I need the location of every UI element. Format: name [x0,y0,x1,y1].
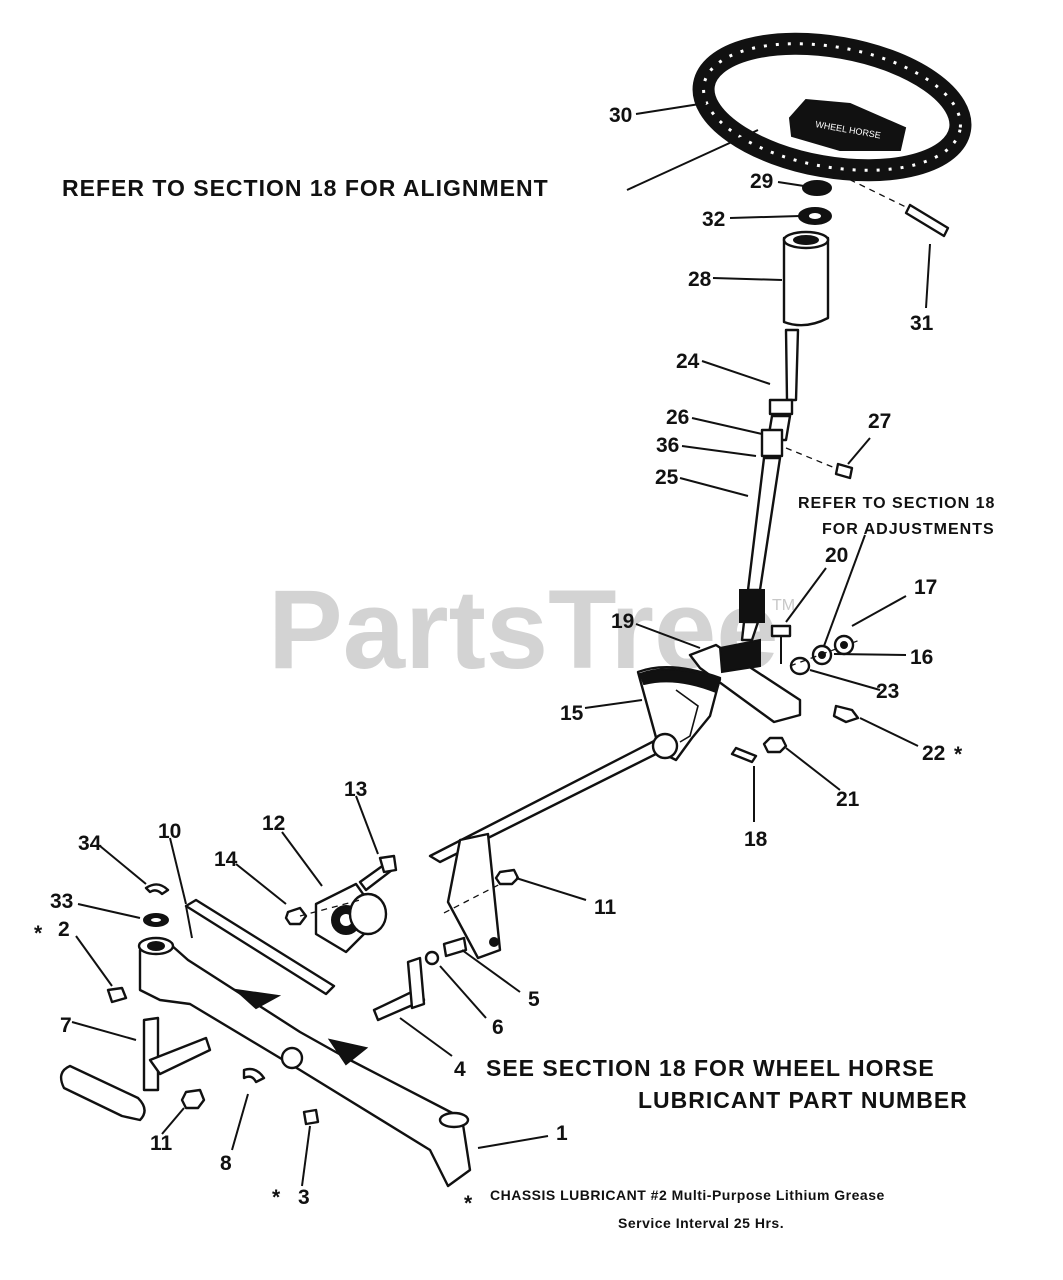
flange-bearing-12 [314,882,388,954]
callout-5: 5 [528,988,540,1011]
column-cover-28 [782,230,830,327]
callout-27: 27 [868,410,891,433]
spindle-4 [372,956,426,1022]
steering-shaft [739,328,800,642]
callout-30: 30 [609,104,632,127]
grease-fitting-22 [832,704,860,724]
drag-link [428,732,679,864]
washer-16 [811,644,833,666]
callout-3: 3 [298,1186,310,1209]
nut-21 [762,736,788,754]
lubricant-note-line2: LUBRICANT PART NUMBER [638,1087,968,1113]
callout-15: 15 [560,702,584,725]
callout-16: 16 [910,646,933,669]
adjustments-note-line2: FOR ADJUSTMENTS [822,521,995,538]
callout-14: 14 [214,848,238,871]
callout-28: 28 [688,268,712,291]
callout-8: 8 [220,1152,232,1175]
callout-34: 34 [78,832,102,855]
callout-21: 21 [836,788,860,811]
washer-32 [798,207,832,225]
tie-rod-10 [184,898,336,996]
asterisk-3: * [272,1186,281,1209]
callout-6: 6 [492,1016,504,1039]
callout-26: 26 [666,406,689,429]
spindle-7 [59,1016,212,1122]
callout-4: 4 [454,1058,466,1081]
pinion-bracket-19 [688,638,802,724]
callout-18: 18 [744,828,768,851]
set-screw-27 [834,462,854,480]
callout-31: 31 [910,312,934,335]
callout-32: 32 [702,208,725,231]
adjustments-note-line1: REFER TO SECTION 18 [798,495,995,512]
bushing-23 [789,656,811,676]
lubricant-note-line1: SEE SECTION 18 FOR WHEEL HORSE [486,1055,935,1081]
alignment-note: REFER TO SECTION 18 FOR ALIGNMENT [62,175,549,201]
callout-10: 10 [158,820,181,843]
leader-lines [71,102,931,1187]
callout-11-upper: 11 [594,896,617,919]
callout-23: 23 [876,680,899,703]
retaining-ring-34 [144,883,170,896]
washer-33 [143,913,169,927]
washer-6 [424,950,440,966]
chassis-lubricant-note: CHASSIS LUBRICANT #2 Multi-Purpose Lithi… [490,1187,885,1203]
grease-fitting-2 [106,986,128,1004]
bolt-5 [442,936,468,958]
bolt-20 [770,624,792,664]
callout-20: 20 [825,544,848,567]
roll-pin-31 [904,203,950,238]
washer-17 [833,634,855,656]
callout-19: 19 [611,610,634,633]
front-axle-1 [137,936,472,1188]
callout-2: 2 [58,918,70,941]
callout-24: 24 [676,350,700,373]
watermark-tm: TM [772,597,795,614]
callout-25: 25 [655,466,679,489]
nut-14 [284,906,308,926]
callout-22: 22 [922,742,945,765]
nut-11-upper [494,868,520,886]
callout-13: 13 [344,778,367,801]
washer-29 [802,180,832,196]
e-clip-8 [242,1067,266,1084]
callout-7: 7 [60,1014,72,1037]
callout-12: 12 [262,812,285,835]
asterisk-chassis: * [464,1192,473,1215]
grease-fitting-3 [302,1108,320,1126]
callout-36: 36 [656,434,679,457]
callout-11-lower: 11 [150,1132,173,1155]
asterisk-2: * [34,922,43,945]
steering-wheel: WHEEL HORSE [692,32,972,182]
callout-33: 33 [50,890,73,913]
roll-pin-18 [730,746,758,764]
callout-29: 29 [750,170,773,193]
bolt-13 [358,854,398,892]
asterisk-22: * [954,743,963,766]
service-interval-note: Service Interval 25 Hrs. [618,1215,784,1231]
callout-1: 1 [556,1122,568,1145]
mount-plate [446,832,502,960]
callout-17: 17 [914,576,937,599]
nut-11-lower [180,1088,206,1110]
